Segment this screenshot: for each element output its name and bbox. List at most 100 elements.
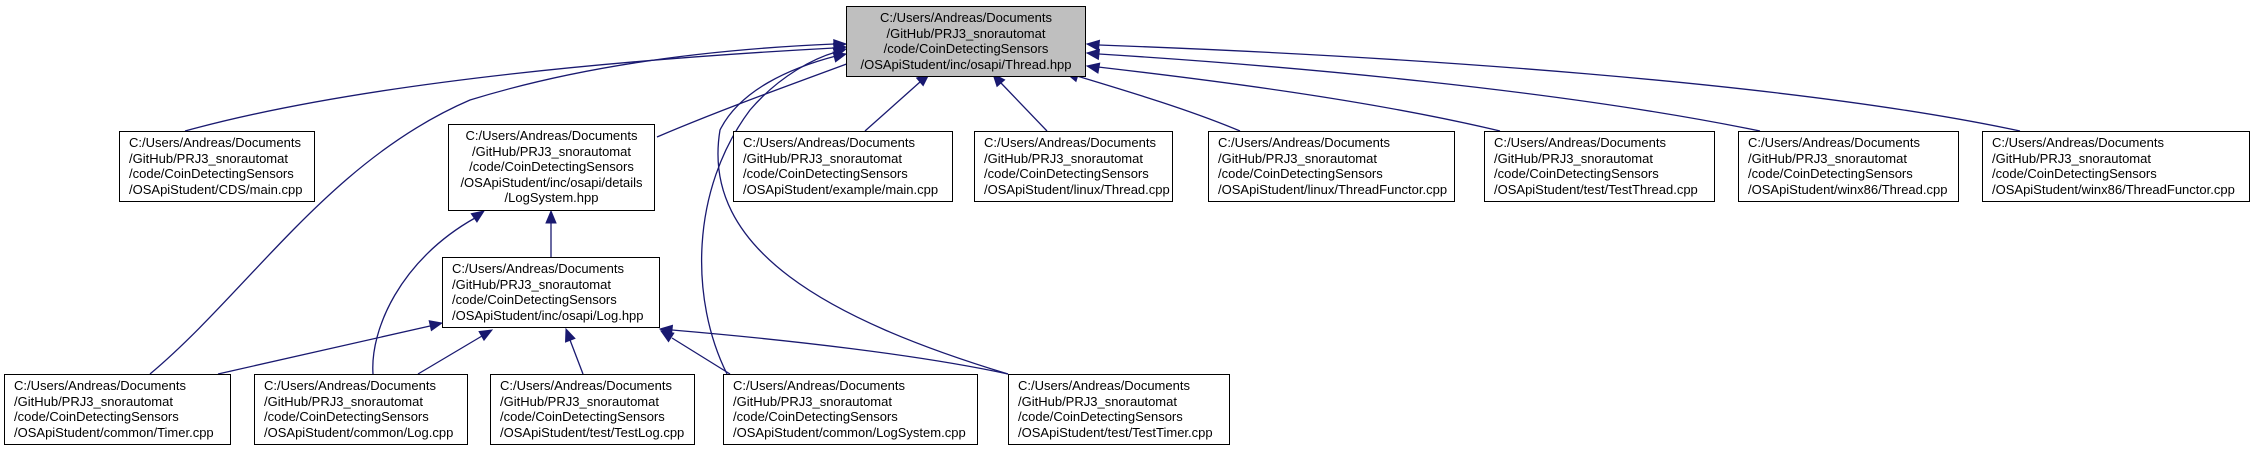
edge-winx86_threadfunctor-to-thread_hpp: [1085, 39, 2021, 132]
node-test-testthread[interactable]: C:/Users/Andreas/Documents /GitHub/PRJ3_…: [1484, 131, 1715, 202]
edge-test_testtimer-to-log_hpp: [658, 324, 1009, 375]
arrowhead-icon: [478, 329, 494, 342]
node-line: /code/CoinDetectingSensors: [1494, 166, 1659, 181]
edge-line: [217, 325, 431, 375]
node-line: /code/CoinDetectingSensors: [1748, 166, 1913, 181]
node-line: /GitHub/PRJ3_snorautomat: [1218, 150, 1377, 166]
node-cds-main[interactable]: C:/Users/Andreas/Documents /GitHub/PRJ3_…: [119, 131, 315, 202]
node-line: /LogSystem.hpp: [504, 190, 599, 205]
node-line: /OSApiStudent/common/LogSystem.cpp: [733, 424, 966, 440]
node-line: /OSApiStudent/test/TestTimer.cpp: [1018, 424, 1213, 440]
node-log-hpp[interactable]: C:/Users/Andreas/Documents /GitHub/PRJ3_…: [442, 257, 660, 328]
node-line: /GitHub/PRJ3_snorautomat: [984, 150, 1143, 166]
node-line: /GitHub/PRJ3_snorautomat: [743, 150, 902, 166]
edge-line: [1000, 82, 1048, 132]
arrowhead-icon: [1085, 48, 1101, 61]
edge-log_hpp-to-thread_hpp: [700, 47, 848, 375]
node-line: /GitHub/PRJ3_snorautomat: [14, 393, 173, 409]
node-line: /GitHub/PRJ3_snorautomat: [264, 393, 423, 409]
edge-line: [372, 217, 476, 375]
node-line: C:/Users/Andreas/Documents: [129, 135, 301, 150]
arrowhead-icon: [428, 320, 444, 332]
node-line: /code/CoinDetectingSensors: [452, 292, 617, 307]
node-line: /OSApiStudent/test/TestThread.cpp: [1494, 181, 1698, 197]
arrowhead-icon: [1085, 39, 1101, 52]
node-line: C:/Users/Andreas/Documents: [1748, 135, 1920, 150]
edge-winx86_thread-to-thread_hpp: [1085, 48, 1761, 132]
node-line: C:/Users/Andreas/Documents: [500, 378, 672, 393]
arrowhead-icon: [658, 324, 674, 337]
node-linux-thread[interactable]: C:/Users/Andreas/Documents /GitHub/PRJ3_…: [974, 131, 1173, 202]
node-line: /OSApiStudent/common/Timer.cpp: [14, 424, 214, 440]
edge-line: [149, 43, 835, 375]
arrowhead-icon: [545, 209, 557, 224]
edge-line: [671, 329, 1009, 375]
node-line: /OSApiStudent/winx86/ThreadFunctor.cpp: [1992, 181, 2235, 197]
node-line: /GitHub/PRJ3_snorautomat: [129, 150, 288, 166]
edge-line: [1076, 75, 1241, 132]
edge-common_timer-to-log_hpp: [217, 320, 444, 375]
node-logsystem-hpp[interactable]: C:/Users/Andreas/Documents /GitHub/PRJ3_…: [448, 124, 655, 211]
node-thread-hpp[interactable]: C:/Users/Andreas/Documents /GitHub/PRJ3_…: [846, 6, 1086, 77]
edge-example_main-to-thread_hpp: [864, 73, 930, 132]
edge-log_hpp-to-logsystem_hpp: [545, 209, 557, 257]
node-test-testtimer[interactable]: C:/Users/Andreas/Documents /GitHub/PRJ3_…: [1008, 374, 1230, 445]
edge-line: [417, 335, 483, 375]
node-common-log[interactable]: C:/Users/Andreas/Documents /GitHub/PRJ3_…: [254, 374, 468, 445]
node-line: C:/Users/Andreas/Documents: [743, 135, 915, 150]
edge-line: [717, 55, 1009, 375]
node-line: /OSApiStudent/inc/osapi/details: [460, 174, 643, 190]
node-line: C:/Users/Andreas/Documents: [1992, 135, 2164, 150]
node-line: /OSApiStudent/example/main.cpp: [743, 181, 939, 197]
edge-line: [1098, 53, 1761, 132]
arrowhead-icon: [565, 327, 576, 343]
node-line: /code/CoinDetectingSensors: [733, 409, 898, 424]
edge-line: [184, 47, 835, 132]
node-winx86-threadfunctor[interactable]: C:/Users/Andreas/Documents /GitHub/PRJ3_…: [1982, 131, 2250, 202]
node-line: /GitHub/PRJ3_snorautomat: [1018, 393, 1177, 409]
node-line: /OSApiStudent/linux/ThreadFunctor.cpp: [1218, 181, 1448, 197]
node-winx86-thread[interactable]: C:/Users/Andreas/Documents /GitHub/PRJ3_…: [1738, 131, 1959, 202]
edge-line: [1097, 66, 1501, 132]
node-line: /code/CoinDetectingSensors: [883, 41, 1049, 56]
node-common-timer[interactable]: C:/Users/Andreas/Documents /GitHub/PRJ3_…: [4, 374, 231, 445]
node-common-logsystem[interactable]: C:/Users/Andreas/Documents /GitHub/PRJ3_…: [723, 374, 978, 445]
edge-linux_thread-to-thread_hpp: [992, 73, 1048, 132]
node-line: /code/CoinDetectingSensors: [1992, 166, 2157, 181]
node-example-main[interactable]: C:/Users/Andreas/Documents /GitHub/PRJ3_…: [733, 131, 953, 202]
node-line: /code/CoinDetectingSensors: [984, 166, 1149, 181]
edge-test_testthread-to-thread_hpp: [1085, 62, 1501, 132]
arrowhead-icon: [1085, 62, 1101, 74]
edge-test_testtimer-to-thread_hpp: [717, 51, 1009, 375]
node-line: /GitHub/PRJ3_snorautomat: [500, 393, 659, 409]
node-line: /GitHub/PRJ3_snorautomat: [1992, 150, 2151, 166]
node-line: /OSApiStudent/CDS/main.cpp: [129, 181, 303, 197]
node-line: C:/Users/Andreas/Documents: [880, 10, 1052, 25]
node-line: /GitHub/PRJ3_snorautomat: [452, 276, 611, 292]
node-line: /OSApiStudent/winx86/Thread.cpp: [1748, 181, 1948, 197]
edge-line: [656, 61, 853, 138]
edge-line: [700, 51, 837, 375]
node-line: /OSApiStudent/linux/Thread.cpp: [984, 181, 1170, 197]
arrowhead-icon: [832, 51, 848, 63]
node-line: /GitHub/PRJ3_snorautomat: [733, 393, 892, 409]
node-line: /code/CoinDetectingSensors: [500, 409, 665, 424]
node-line: /code/CoinDetectingSensors: [129, 166, 294, 181]
node-line: /code/CoinDetectingSensors: [264, 409, 429, 424]
node-line: /code/CoinDetectingSensors: [743, 166, 908, 181]
node-line: /code/CoinDetectingSensors: [14, 409, 179, 424]
edge-common_log-to-logsystem_hpp: [372, 210, 486, 375]
edge-common_timer-to-thread_hpp: [149, 38, 848, 375]
edge-logsystem_hpp-to-thread_hpp: [656, 57, 864, 138]
node-line: C:/Users/Andreas/Documents: [452, 261, 624, 276]
node-line: C:/Users/Andreas/Documents: [1218, 135, 1390, 150]
edge-common_logsystem-to-log_hpp: [659, 330, 731, 375]
arrowhead-icon: [833, 38, 848, 51]
node-line: /OSApiStudent/inc/osapi/Log.hpp: [452, 307, 644, 323]
node-linux-threadfunctor[interactable]: C:/Users/Andreas/Documents /GitHub/PRJ3_…: [1208, 131, 1455, 202]
node-line: /OSApiStudent/test/TestLog.cpp: [500, 424, 685, 440]
node-line: /GitHub/PRJ3_snorautomat: [1748, 150, 1907, 166]
node-line: /code/CoinDetectingSensors: [469, 159, 634, 174]
node-line: C:/Users/Andreas/Documents: [264, 378, 436, 393]
node-test-testlog[interactable]: C:/Users/Andreas/Documents /GitHub/PRJ3_…: [490, 374, 695, 445]
